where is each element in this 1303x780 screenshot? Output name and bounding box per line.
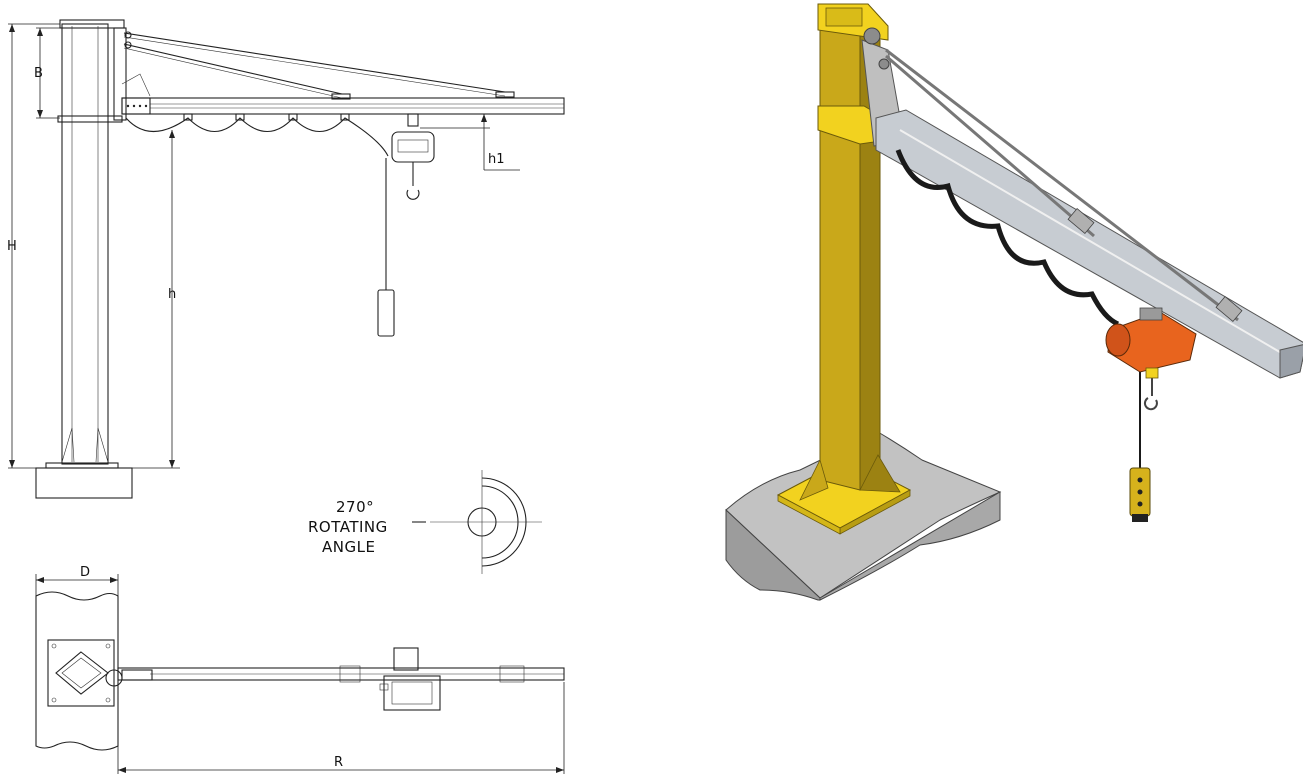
dim-h1	[420, 114, 520, 171]
rotation-angle-value: 270°	[336, 498, 374, 516]
dim-d	[35, 574, 119, 596]
boom-bracket	[113, 27, 127, 121]
dim-b-label: B	[34, 66, 43, 81]
foundation-block	[35, 467, 133, 499]
rotation-symbol	[412, 470, 542, 574]
dim-h-hook	[118, 130, 180, 469]
festoon-cable	[125, 113, 389, 157]
base-plate	[45, 462, 119, 469]
plan-hoist	[379, 647, 441, 711]
iso-boom	[875, 109, 1303, 379]
plan-base-plate	[47, 639, 115, 707]
rotation-label-line1: ROTATING	[308, 518, 388, 536]
iso-hoist	[1105, 307, 1197, 373]
iso-festoon-cable	[895, 149, 1120, 327]
iso-pendant-control	[1129, 467, 1151, 522]
plan-pillar	[55, 651, 109, 695]
dim-b	[36, 27, 60, 119]
iso-hook	[1143, 397, 1158, 411]
dim-r	[117, 682, 565, 774]
side-elevation-view: B H h h1	[7, 19, 565, 499]
iso-tie-rods	[885, 48, 1243, 322]
boom-rail	[121, 97, 565, 115]
dim-d-label: D	[80, 565, 90, 580]
hoist-side	[377, 113, 435, 337]
isometric-view	[725, 3, 1303, 601]
dim-h-hook-label: h	[168, 287, 176, 302]
dim-h-total	[8, 23, 60, 469]
lower-collar	[57, 115, 123, 123]
rotation-label-line2: ANGLE	[322, 538, 375, 556]
dim-h1-label: h1	[488, 152, 505, 167]
pillar	[61, 23, 109, 465]
dim-r-label: R	[334, 755, 343, 770]
dim-h-total-label: H	[7, 239, 17, 254]
tie-rods	[123, 31, 515, 100]
plan-view: D R	[35, 565, 565, 774]
